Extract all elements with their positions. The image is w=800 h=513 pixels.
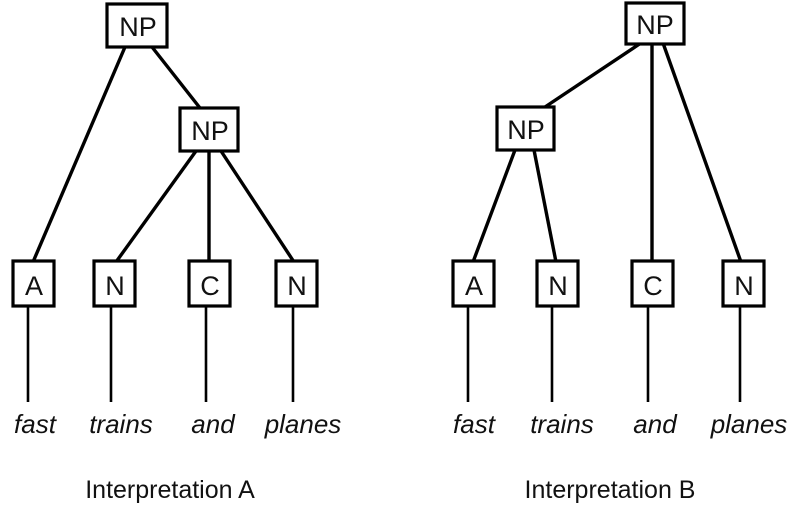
node-label-b-root: NP — [636, 10, 674, 40]
node-a-c[interactable]: C — [187, 259, 232, 308]
node-b-n1[interactable]: N — [535, 259, 580, 308]
node-box-a-n2 — [274, 259, 319, 308]
node-b-n2[interactable]: N — [721, 259, 766, 308]
node-box-a-n1 — [92, 259, 137, 308]
node-label-b-n1: N — [548, 271, 568, 301]
node-box-a-a — [11, 259, 56, 308]
edge-a-np2-to-n1 — [114, 150, 198, 263]
edge-b-np2-to-n1 — [532, 149, 558, 263]
node-label-b-n2: N — [734, 271, 754, 301]
node-label-a-c: C — [200, 271, 220, 301]
node-box-b-a — [451, 259, 496, 308]
node-box-b-n2 — [721, 259, 766, 308]
word-b-planes: planes — [710, 409, 788, 439]
node-box-b-n1 — [535, 259, 580, 308]
node-b-root[interactable]: NP — [624, 1, 686, 46]
edge-b-root-to-np2 — [544, 41, 642, 109]
word-b-trains: trains — [530, 409, 594, 439]
edge-b-np2-to-a — [471, 149, 517, 263]
caption-interpretation-b: Interpretation B — [525, 476, 696, 504]
node-label-a-a: A — [25, 271, 43, 301]
node-a-root[interactable]: NP — [105, 2, 169, 49]
edge-a-root-to-np2 — [150, 45, 202, 110]
node-box-b-c — [630, 259, 675, 308]
tree-a-group: NP NP A N C N — [11, 2, 342, 504]
word-a-and: and — [191, 409, 236, 439]
node-label-a-root: NP — [119, 12, 157, 42]
word-a-trains: trains — [89, 409, 153, 439]
node-a-a[interactable]: A — [11, 259, 56, 308]
node-b-c[interactable]: C — [630, 259, 675, 308]
node-label-a-n1: N — [105, 271, 125, 301]
tree-b-group: NP NP A N C N — [451, 1, 788, 504]
node-label-b-a: A — [465, 271, 483, 301]
node-box-a-c — [187, 259, 232, 308]
node-label-a-n2: N — [287, 271, 307, 301]
caption-interpretation-a: Interpretation A — [85, 476, 255, 504]
word-a-planes: planes — [264, 409, 342, 439]
node-label-b-c: C — [643, 271, 663, 301]
node-label-b-np2: NP — [507, 115, 545, 145]
edge-a-np2-to-n2 — [219, 150, 296, 263]
node-box-a-np2 — [178, 106, 240, 153]
node-label-a-np2: NP — [191, 116, 229, 146]
node-box-a-root — [105, 2, 169, 49]
node-a-np2[interactable]: NP — [178, 106, 240, 153]
word-b-fast: fast — [453, 409, 497, 439]
edge-b-root-to-n2 — [661, 42, 743, 263]
node-a-n1[interactable]: N — [92, 259, 137, 308]
node-box-b-root — [624, 1, 686, 46]
edge-a-root-to-a — [31, 46, 127, 263]
word-a-fast: fast — [14, 409, 58, 439]
node-box-b-np2 — [495, 105, 556, 152]
word-b-and: and — [633, 409, 678, 439]
node-b-a[interactable]: A — [451, 259, 496, 308]
node-b-np2[interactable]: NP — [495, 105, 556, 152]
node-a-n2[interactable]: N — [274, 259, 319, 308]
